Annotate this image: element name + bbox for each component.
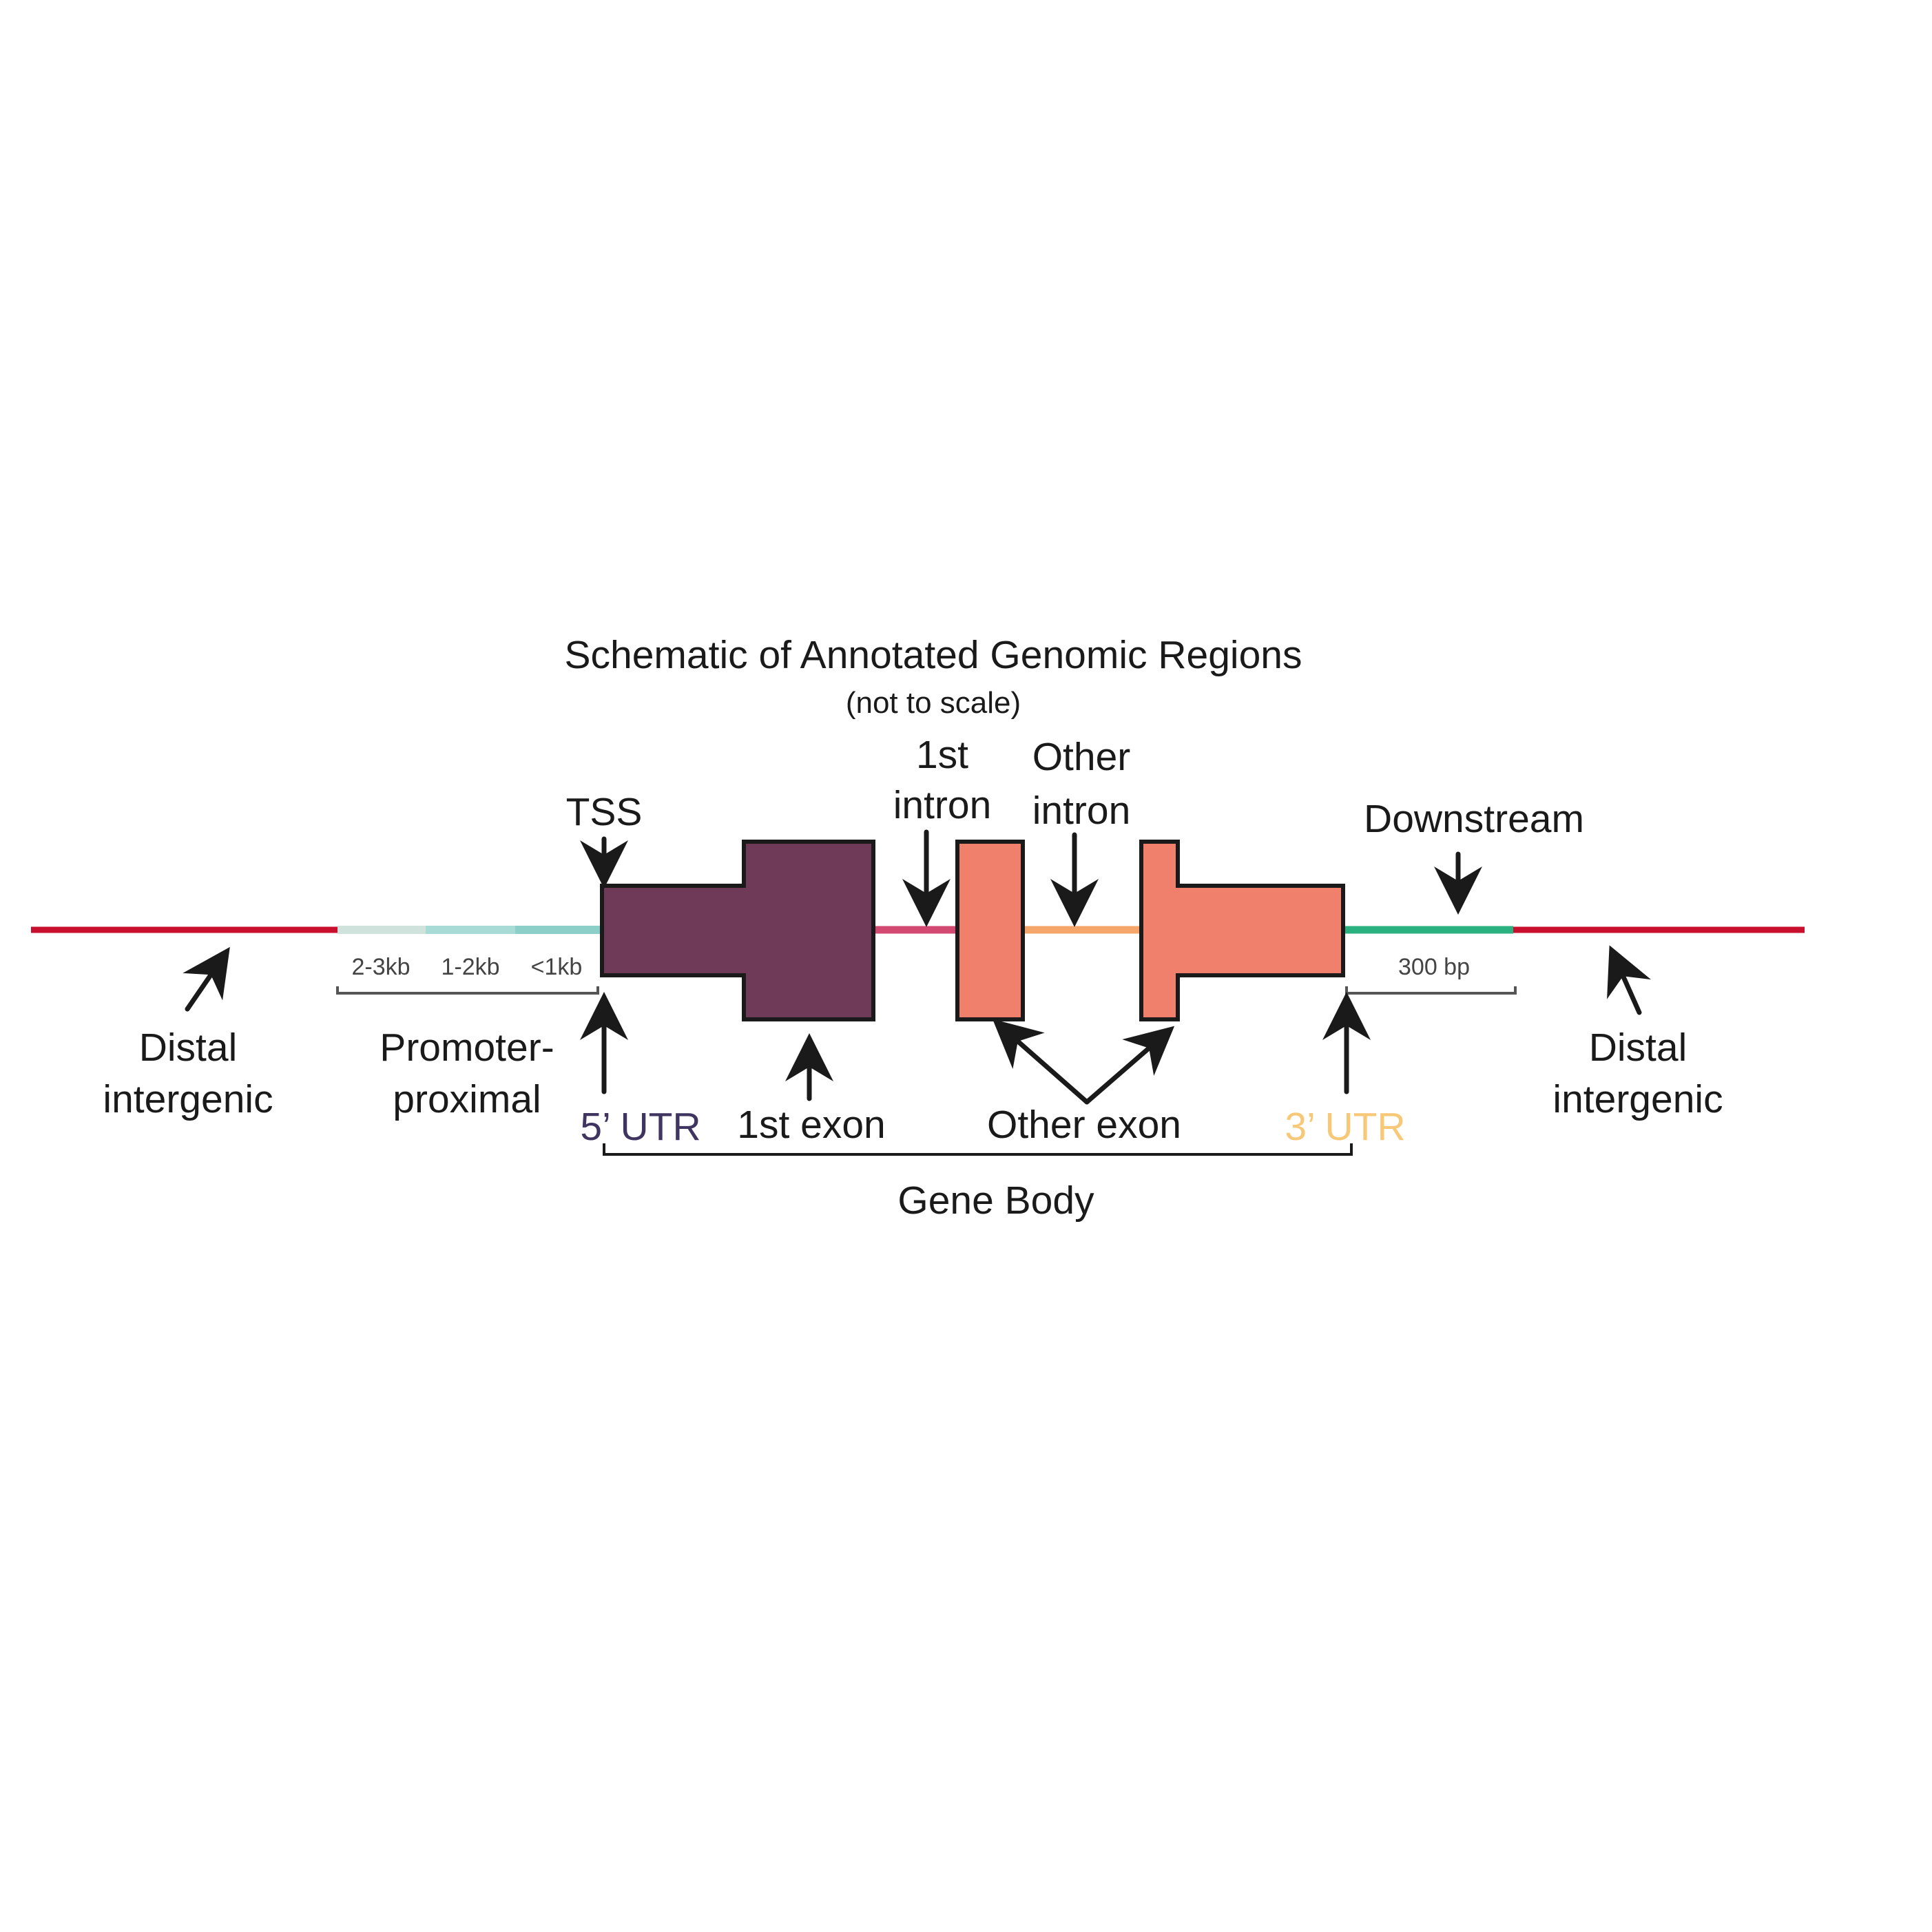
tss-label: TSS — [566, 790, 643, 834]
promoter-proximal-label-line1: Promoter- — [380, 1026, 554, 1070]
promoter-scale-bracket — [336, 986, 599, 995]
distal-intergenic-left-label-line1: Distal — [139, 1026, 238, 1070]
downstream-label: Downstream — [1364, 797, 1584, 841]
first-exon-label: 1st exon — [737, 1103, 885, 1147]
first-intron-label-line2: intron — [893, 783, 992, 827]
other-exon-arrow-left — [992, 1019, 1090, 1105]
first-exon-shape — [600, 840, 875, 1021]
other-exon-arrow-right — [1084, 1026, 1175, 1105]
scale-label-lt1kb: <1kb — [531, 954, 583, 980]
distal-right-arrow — [1607, 945, 1652, 1015]
utr3-label: 3’ UTR — [1285, 1105, 1405, 1149]
last-exon-shape — [1139, 840, 1345, 1021]
first-intron-label-line1: 1st — [916, 733, 968, 777]
downstream-scale-bracket — [1345, 986, 1517, 995]
diagram-subtitle: (not to scale) — [846, 686, 1021, 720]
utr5-label: 5’ UTR — [580, 1105, 700, 1149]
other-intron-label-line2: intron — [1032, 789, 1131, 833]
other-intron-label-line1: Other — [1032, 735, 1131, 779]
scale-label-2-3kb: 2-3kb — [351, 954, 410, 980]
distal-intergenic-right-label-line2: intergenic — [1552, 1077, 1723, 1121]
other-exon-middle-shape — [955, 840, 1025, 1021]
distal-intergenic-left-label-line2: intergenic — [103, 1077, 273, 1121]
distal-intergenic-right-label-line1: Distal — [1589, 1026, 1687, 1070]
other-exon-label: Other exon — [987, 1103, 1181, 1147]
distal-left-arrow — [183, 946, 230, 1012]
gene-body-bracket — [603, 1143, 1353, 1156]
gene-body-label: Gene Body — [897, 1178, 1094, 1223]
promoter-proximal-label-line2: proximal — [393, 1077, 541, 1121]
scale-label-1-2kb: 1-2kb — [441, 954, 499, 980]
diagram-title: Schematic of Annotated Genomic Regions — [565, 633, 1302, 677]
scale-label-300bp: 300 bp — [1398, 954, 1470, 980]
